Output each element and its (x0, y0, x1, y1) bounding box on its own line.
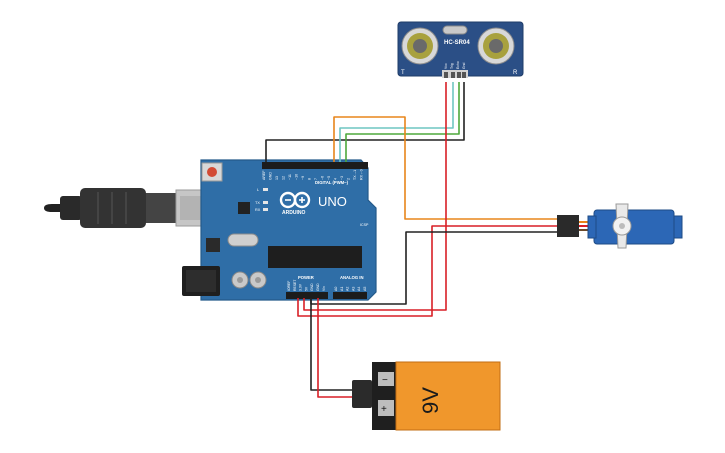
wires (265, 82, 559, 398)
led-label-rx: RX (255, 208, 261, 212)
digital-pin-label: 8 (308, 178, 312, 180)
sensor-name: HC-SR04 (444, 40, 470, 46)
power-pin-label: IOREF (287, 281, 291, 291)
atmega-chip (268, 246, 362, 268)
led-label-tx: TX (255, 201, 260, 205)
power-header (286, 292, 328, 299)
power-pin-label: RESET (293, 280, 297, 291)
analog-pin-label: A4 (357, 287, 361, 291)
wire-battery-positive (317, 298, 362, 398)
arduino-logo (279, 191, 311, 209)
board-name: UNO (318, 194, 347, 209)
digital-pin-label: ~6 (321, 176, 325, 180)
wire-sensor-vcc (303, 82, 447, 311)
sensor-pin-label: Trig (450, 63, 454, 69)
power-pin-label: GND (310, 283, 314, 291)
power-pin-label: GND (316, 283, 320, 291)
battery-label: 9V (418, 387, 443, 414)
sensor-corner-left: T (401, 70, 405, 76)
digital-label: DIGITAL (PWM~) (315, 180, 349, 185)
analog-pin-label: A0 (334, 287, 338, 291)
digital-pin-label: 7 (314, 178, 318, 180)
digital-pin-label: ~10 (295, 174, 299, 180)
digital-pin-label: 2 (347, 178, 351, 180)
analog-pin-label: A2 (346, 287, 350, 291)
analog-header (333, 292, 367, 299)
digital-pin-label: TX→1 (353, 170, 357, 180)
digital-pin-label: ~9 (301, 176, 305, 180)
servo-motor (557, 203, 683, 249)
digital-pin-label: AREF (262, 170, 266, 180)
sensor-pin-label: Gnd (462, 62, 466, 69)
digital-pin-label: ~5 (327, 176, 331, 180)
digital-pin-label: 12 (282, 176, 286, 180)
icsp-label: ICSP (360, 223, 369, 227)
battery-minus: − (382, 375, 388, 386)
digital-pin-label: RX←0 (360, 169, 364, 180)
digital-pin-label: 13 (275, 176, 279, 180)
reset-button (207, 167, 217, 177)
wire-servo-signal (333, 116, 559, 220)
wire-servo-vcc (297, 225, 559, 317)
digital-pin-label: ~3 (340, 176, 344, 180)
battery-9v: − + 9V (352, 361, 501, 431)
power-label: POWER (298, 275, 314, 280)
sensor-pin-label: Echo (456, 61, 460, 69)
digital-pin-label: 4 (334, 178, 338, 180)
wire-sensor-gnd (265, 82, 465, 162)
wire-battery-negative (310, 298, 362, 391)
analog-pin-label: A1 (340, 287, 344, 291)
power-pin-label: Vin (322, 286, 326, 291)
digital-pin-label: GND (269, 172, 273, 180)
sensor-pin-label: Vcc (444, 63, 448, 69)
analog-pin-label: A3 (351, 287, 355, 291)
wire-sensor-echo (345, 82, 460, 162)
battery-plus: + (381, 404, 387, 415)
power-pin-label: 5V (304, 286, 308, 291)
digital-header (262, 162, 368, 169)
usb-cable (44, 188, 213, 228)
arduino-uno-board: ARDUINO UNO DIGITAL (PWM~) POWER ANALOG … (182, 159, 377, 301)
digital-pin-label: ~11 (288, 174, 292, 180)
logo-text: ARDUINO (282, 210, 305, 216)
power-pin-label: 3.3V (299, 283, 303, 291)
analog-label: ANALOG IN (340, 275, 364, 280)
analog-pin-label: A5 (363, 287, 367, 291)
wire-sensor-trig (339, 82, 454, 162)
sensor-corner-right: R (513, 70, 518, 76)
led-label-l: L (257, 188, 259, 192)
